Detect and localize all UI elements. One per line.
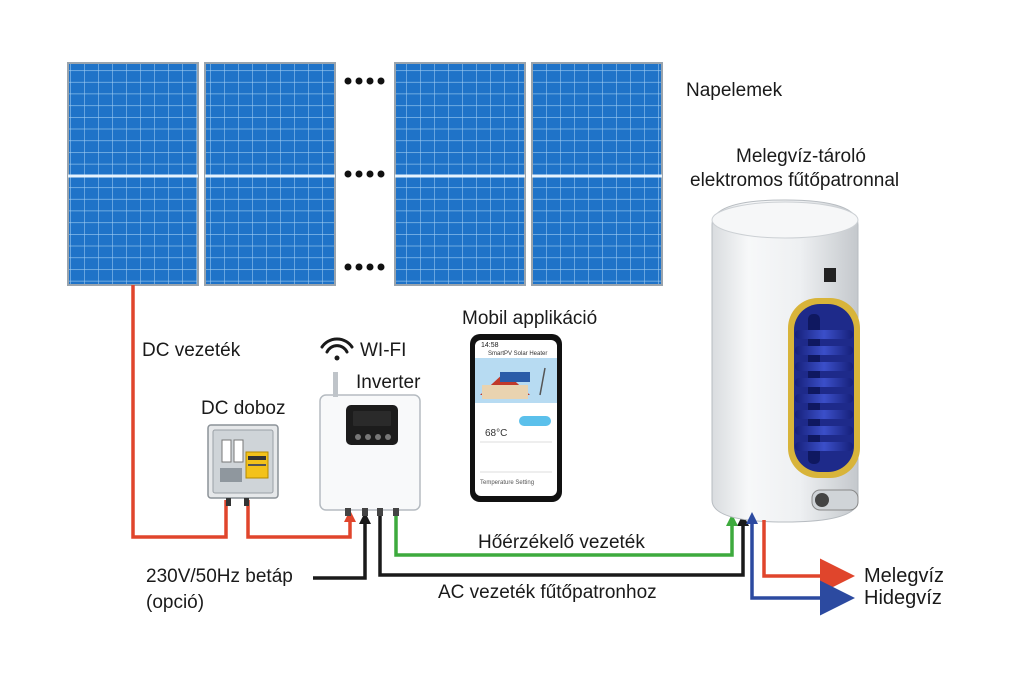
ac-cable <box>378 512 745 577</box>
sensor-cable-label: Hőérzékelő vezeték <box>478 532 645 553</box>
ac-cable-label: AC vezeték fűtőpatronhoz <box>438 582 657 603</box>
inverter-unit <box>319 372 421 516</box>
water-heater-icon <box>711 199 860 523</box>
phone-icon <box>470 334 562 502</box>
wifi-icon <box>320 337 354 361</box>
dc-cable-label: DC vezeték <box>142 340 241 361</box>
panel-continuation-dots <box>344 77 385 271</box>
dc-box <box>207 424 279 506</box>
boiler-label-line1: Melegvíz-tároló <box>736 146 866 167</box>
phone-time: 14:58 <box>481 342 499 349</box>
cold-water-label: Hidegvíz <box>864 587 942 609</box>
solar-panel-3 <box>394 62 526 286</box>
wifi-label: WI-FI <box>360 340 407 361</box>
solar-panel-4 <box>531 62 663 286</box>
boiler-label-line2: elektromos fűtőpatronnal <box>690 170 900 191</box>
phone-header: SmartPV Solar Heater <box>488 351 548 357</box>
panels-label: Napelemek <box>686 80 783 101</box>
dc-cable-panel-to-box <box>131 285 228 539</box>
solar-panel-2 <box>204 62 336 286</box>
sensor-cable <box>394 512 734 557</box>
solar-panel-1 <box>67 62 199 286</box>
phone-footer: Temperature Setting <box>480 480 535 486</box>
inverter-label: Inverter <box>356 372 421 393</box>
power-supply-cable <box>313 520 367 580</box>
power-supply-label-line2: (opció) <box>146 592 205 613</box>
power-supply-label-line1: 230V/50Hz betáp <box>146 566 293 587</box>
mobile-app-label: Mobil applikáció <box>462 308 598 329</box>
dc-box-label: DC doboz <box>201 398 286 419</box>
phone-temperature: 68°C <box>485 428 508 439</box>
dc-cable-box-to-inverter <box>246 500 352 539</box>
hot-water-pipe <box>762 520 855 594</box>
hot-water-label: Melegvíz <box>864 565 945 587</box>
cold-water-pipe <box>750 520 848 600</box>
